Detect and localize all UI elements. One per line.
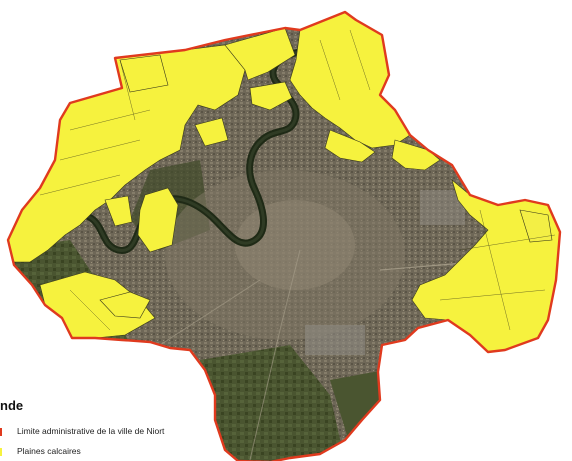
niort-administrative-boundary <box>6 10 562 461</box>
legend-item-boundary: Limite administrative de la ville de Nio… <box>0 426 164 436</box>
boundary-swatch <box>0 427 2 436</box>
parcel-lines <box>39 29 556 331</box>
plaines-calcaires-zones <box>7 11 561 353</box>
legend-title: nde <box>0 398 24 413</box>
legend-item-plains: Plaines calcaires <box>0 446 81 456</box>
legend-label-plains: Plaines calcaires <box>17 446 81 456</box>
plains-swatch <box>0 447 2 456</box>
legend-label-boundary: Limite administrative de la ville de Nio… <box>17 426 165 436</box>
